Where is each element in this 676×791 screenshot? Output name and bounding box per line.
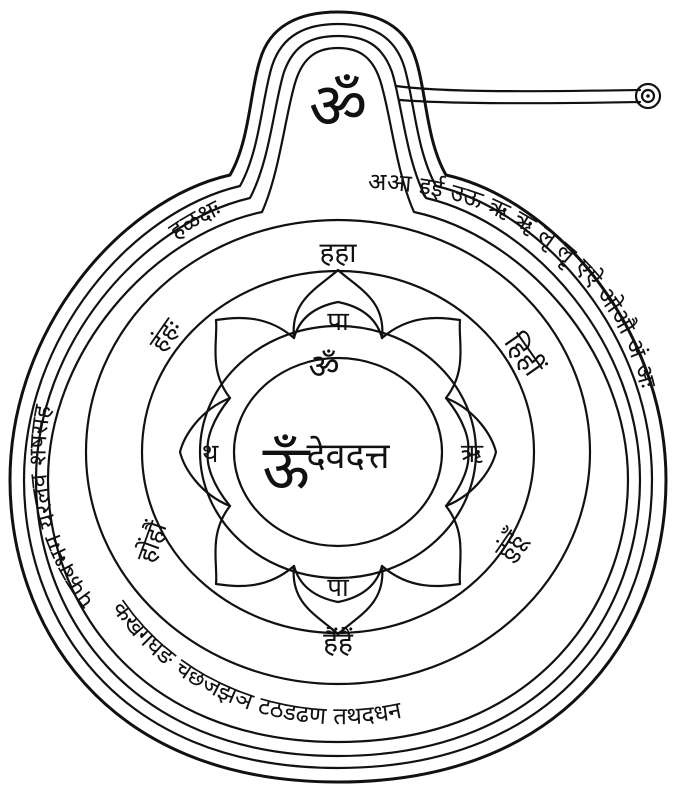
- petal-bottom: पा: [327, 573, 350, 603]
- top-om-symbol: ॐ: [309, 70, 367, 144]
- center-name: देवदत्त: [306, 435, 390, 477]
- petal-right: ऋ: [461, 439, 484, 469]
- ring-left-lower: होंहौं: [130, 516, 174, 566]
- ring-right-upper: हिहीं: [498, 327, 551, 383]
- center-om: ॐ: [308, 347, 339, 387]
- ring-top: हहा: [320, 236, 358, 269]
- outer-text-left: पफबभम यरलव शषसह: [24, 401, 101, 613]
- petal-left: थ: [202, 439, 219, 469]
- spiral-stem: [396, 84, 660, 108]
- center-seed: ऊँ: [262, 433, 310, 503]
- ring-left-upper: हंहः: [144, 313, 188, 358]
- petal-top: पा: [327, 307, 350, 337]
- ring-bottom: हैंहैं: [323, 626, 354, 659]
